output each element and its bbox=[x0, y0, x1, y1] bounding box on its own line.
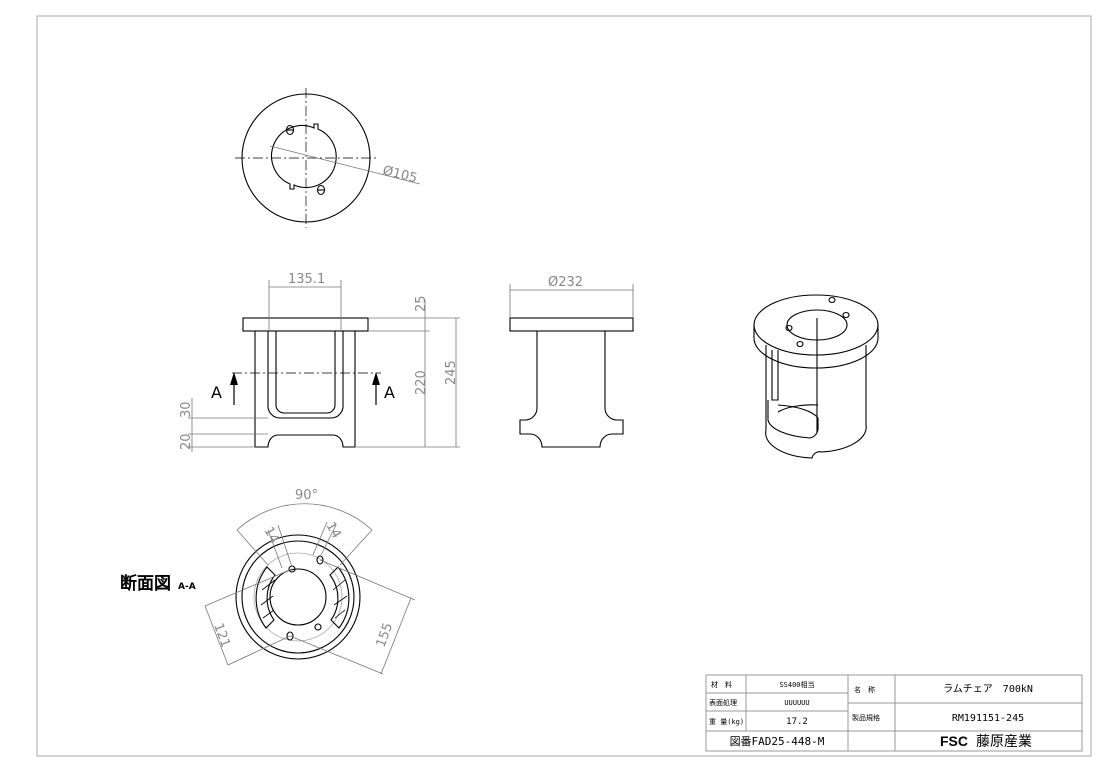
section-subtitle: A-A bbox=[178, 582, 196, 592]
section-mark-left: A bbox=[211, 383, 222, 402]
name-label: 名 称 bbox=[854, 685, 875, 694]
section-title: 断面図 bbox=[120, 573, 171, 594]
weight-value: 17.2 bbox=[786, 717, 808, 727]
body-dimension: 220 bbox=[414, 370, 429, 395]
surface-label: 表面処理 bbox=[709, 698, 737, 707]
weight-label: 重 量(kg) bbox=[709, 718, 744, 726]
section-view: 90° 14 14 121 155 断面図 A-A bbox=[120, 488, 416, 675]
flange-dimension: 25 bbox=[414, 295, 429, 312]
slot-right-dimension: 14 bbox=[323, 520, 344, 542]
top-view: Ø105 bbox=[235, 88, 421, 228]
front-view: A A 135.1 25 220 245 30 20 bbox=[179, 272, 460, 452]
material-label: 材 料 bbox=[711, 680, 732, 689]
company-logo: FSC bbox=[940, 733, 968, 749]
dimension-20: 20 bbox=[179, 433, 194, 450]
company-name: 藤原産業 bbox=[976, 734, 1032, 750]
title-block: 材 料 SS400相当 表面処理 UUUUUU 重 量(kg) 17.2 名 称… bbox=[705, 674, 1083, 752]
angle-label: 90° bbox=[295, 488, 318, 503]
side-diameter-label: Ø232 bbox=[548, 275, 583, 290]
isometric-view bbox=[753, 294, 879, 459]
section-mark-right: A bbox=[384, 383, 395, 402]
name-value: ラムチェア 700kN bbox=[943, 683, 1033, 695]
dimension-155: 155 bbox=[374, 621, 397, 649]
top-diameter-label: Ø105 bbox=[381, 163, 419, 186]
drawing-frame bbox=[36, 15, 1092, 757]
surface-value: UUUUUU bbox=[784, 699, 809, 707]
side-view: Ø232 bbox=[509, 275, 634, 448]
drawing-number: 図番FAD25-448-M bbox=[730, 735, 825, 748]
dimension-30: 30 bbox=[179, 401, 194, 418]
spec-label: 製品規格 bbox=[852, 713, 880, 722]
spec-value: RM191151-245 bbox=[952, 713, 1024, 724]
total-height-dimension: 245 bbox=[444, 360, 459, 385]
dimension-121: 121 bbox=[210, 621, 233, 649]
slot-left-dimension: 14 bbox=[261, 525, 282, 547]
width-dimension: 135.1 bbox=[288, 272, 325, 287]
material-value: SS400相当 bbox=[779, 680, 814, 689]
